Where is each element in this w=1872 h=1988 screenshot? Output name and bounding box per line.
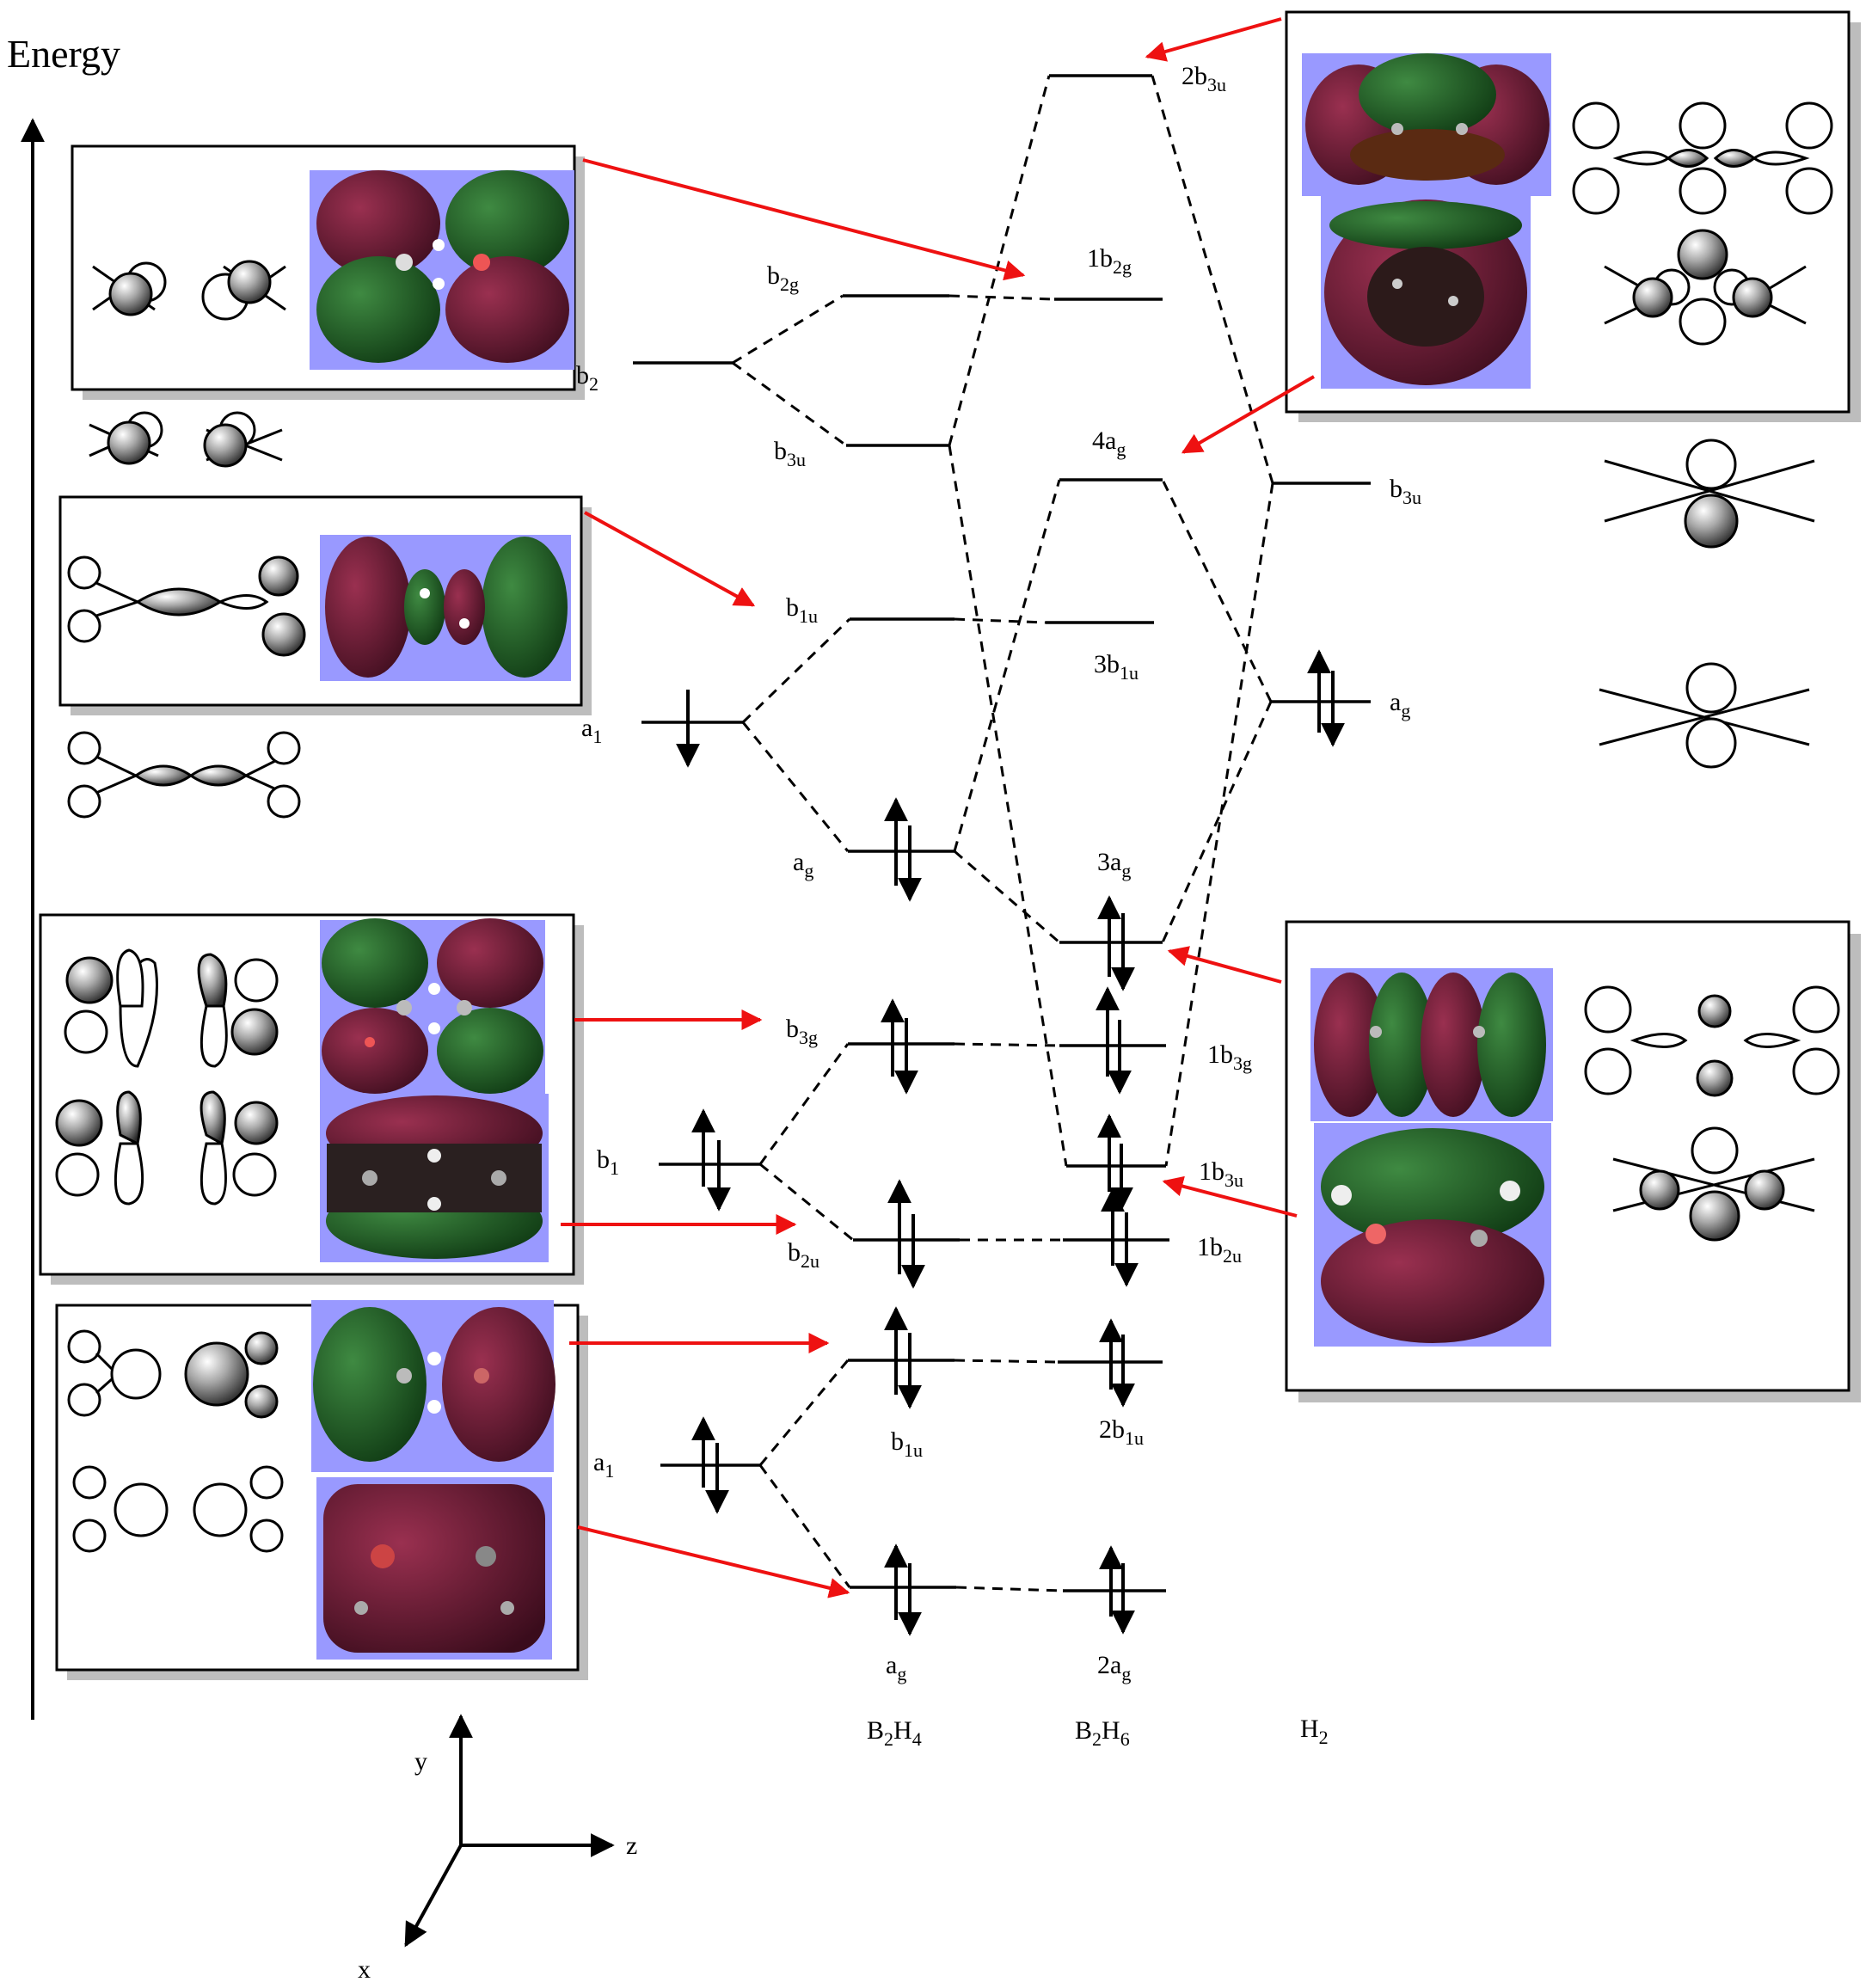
label-b2h4-b1u-up: b1u — [786, 593, 818, 627]
orbital-surface-4ag — [1321, 196, 1531, 389]
orbital-surface-b2 — [310, 170, 574, 370]
sketch-1b3u-panel — [1612, 1126, 1815, 1242]
column-label-b2h4: B2H4 — [867, 1716, 922, 1750]
energy-label: Energy — [7, 32, 120, 76]
sketch-b2-panel — [92, 260, 286, 321]
electrons — [676, 649, 1345, 1636]
level-labels: b2 a1 b1 a1 b2g b3u b1u ag b3g b2u b1u a… — [576, 62, 1421, 1684]
label-b2h6-1b2g: 1b2g — [1087, 244, 1132, 278]
label-h2-ag: ag — [1390, 688, 1410, 721]
label-b2h4-ag-up: ag — [793, 848, 813, 881]
sketch-h2-ag — [1599, 662, 1810, 769]
label-b2h6-1b3g: 1b3g — [1207, 1040, 1252, 1074]
orbital-surface-b1-upper — [320, 918, 545, 1094]
orbital-surface-a1-upper — [320, 535, 571, 681]
sketch-1b3g-panel — [1584, 985, 1840, 1097]
axis-label-z: z — [626, 1832, 637, 1860]
label-h2-b3u: b3u — [1390, 475, 1421, 508]
label-b2h6-2b1u: 2b1u — [1099, 1415, 1144, 1449]
label-b2h4-b3g: b3g — [786, 1015, 818, 1048]
sketch-b1-panel — [55, 948, 279, 1206]
label-b2h6-4ag: 4ag — [1092, 426, 1126, 460]
sketch-a1-panel — [67, 555, 306, 657]
label-left-b2: b2 — [576, 361, 598, 395]
orbital-surface-a1-lower-lower — [316, 1477, 552, 1660]
orbital-surface-1b3g — [1310, 968, 1553, 1121]
sketch-2b3u-panel — [1572, 101, 1833, 215]
pointer-arrows — [561, 17, 1316, 1598]
column-label-h2: H2 — [1300, 1715, 1329, 1748]
label-b2h6-1b3u: 1b3u — [1199, 1157, 1243, 1191]
label-b2h6-3ag: 3ag — [1097, 848, 1131, 881]
label-b2h4-b2u: b2u — [788, 1238, 819, 1272]
sketch-4ag-panel — [1604, 229, 1807, 346]
axis-label-y: y — [414, 1747, 427, 1776]
orbital-surface-1b3u — [1314, 1123, 1551, 1347]
sketch-a1-below — [67, 731, 301, 819]
column-label-b2h6: B2H6 — [1075, 1716, 1130, 1750]
energy-axis: Energy — [7, 32, 120, 1720]
label-b2h4-b1u-low: b1u — [891, 1427, 923, 1461]
label-b2h6-1b2u: 1b2u — [1197, 1233, 1242, 1267]
label-left-b1: b1 — [597, 1145, 619, 1179]
label-b2h4-b2g: b2g — [767, 261, 799, 295]
sketch-b2-below — [89, 411, 283, 468]
label-b2h6-2b3u: 2b3u — [1182, 62, 1226, 95]
orbital-sketches — [55, 101, 1840, 1553]
coordinate-axes — [404, 1714, 615, 1948]
label-b2h6-2ag: 2ag — [1097, 1651, 1131, 1684]
energy-levels — [633, 74, 1371, 1592]
label-left-a1-low: a1 — [593, 1448, 614, 1482]
sketch-a1-lower-panel — [67, 1329, 284, 1553]
label-left-a1-up: a1 — [581, 714, 602, 747]
sketch-h2-b3u — [1604, 439, 1815, 549]
axis-label-x: x — [358, 1955, 371, 1984]
orbital-surface-2b3u — [1302, 53, 1551, 196]
label-b2h4-ag-low: ag — [886, 1651, 906, 1684]
column-labels: B2H4 B2H6 H2 — [867, 1715, 1329, 1750]
orbital-surface-images — [310, 53, 1553, 1660]
orbital-surface-a1-lower-upper — [311, 1300, 555, 1472]
orbital-surface-b1-lower — [320, 1094, 549, 1262]
correlation-lines — [732, 75, 1274, 1592]
label-b2h4-b3u: b3u — [774, 437, 806, 470]
label-b2h6-3b1u: 3b1u — [1094, 650, 1139, 684]
